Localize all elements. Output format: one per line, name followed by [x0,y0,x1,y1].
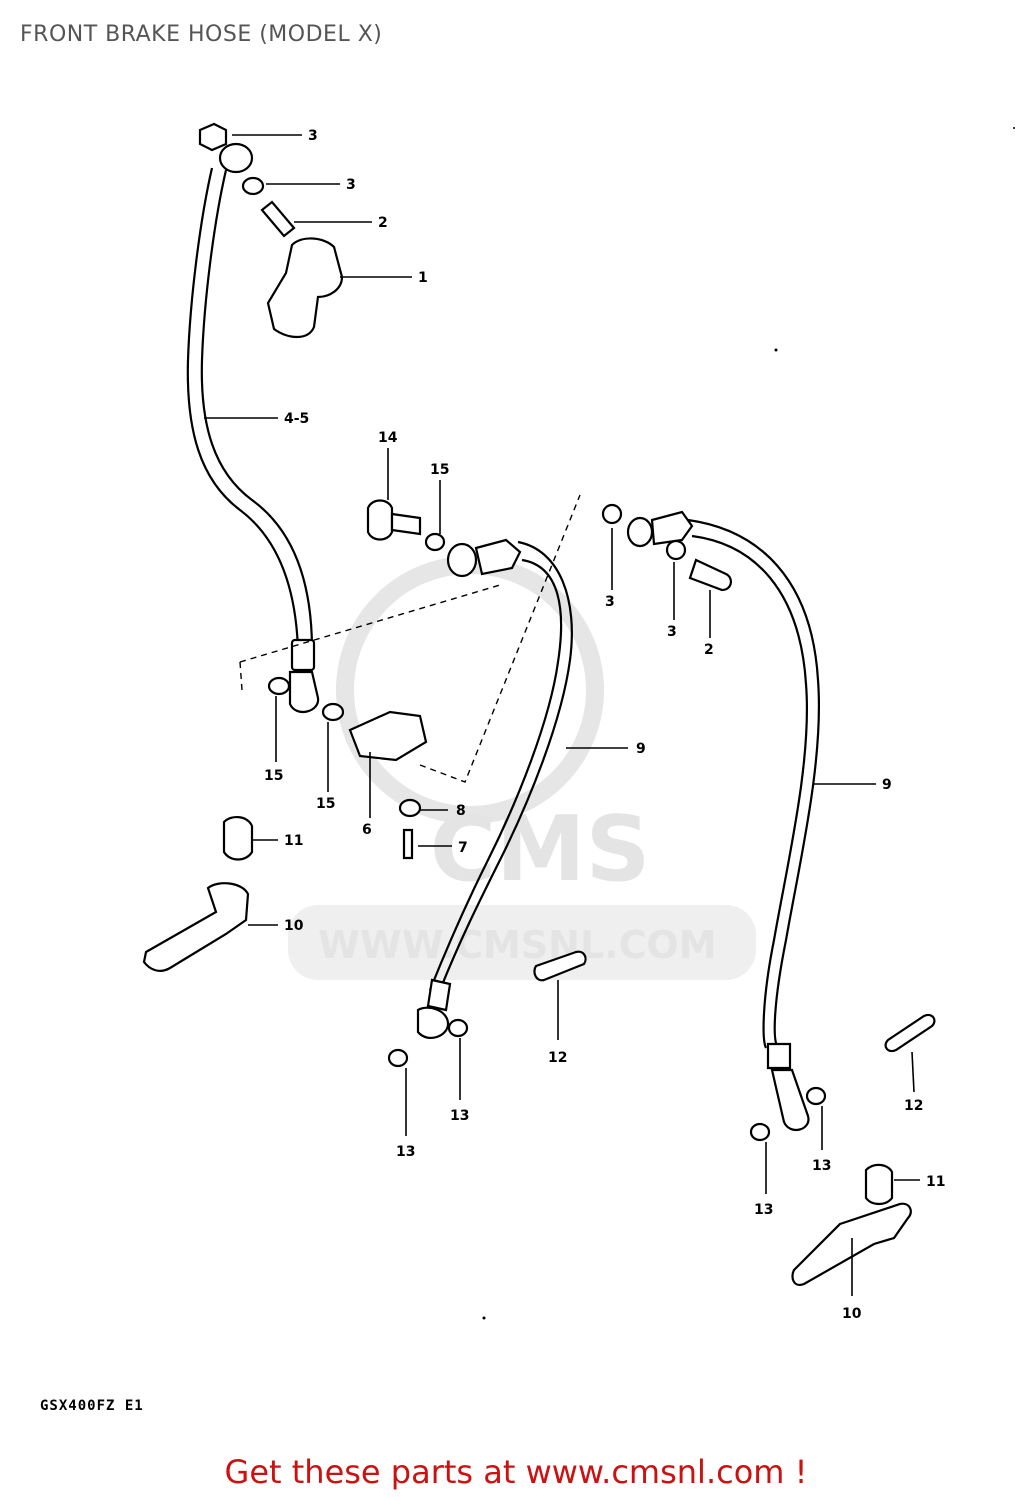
callout-10: 10 [842,1306,862,1322]
watermark-logo-text: CMS [430,797,650,902]
callout-10: 10 [284,918,304,934]
footer-text[interactable]: Get these parts at www.cmsnl.com ! [224,1453,808,1491]
left-union-parts [142,676,428,972]
callout-6: 6 [362,822,372,838]
callout-3: 3 [605,594,615,610]
bolt-12-middle [533,950,587,982]
leader-lines [204,134,920,1296]
callout-2: 2 [378,215,388,231]
callout-3: 3 [346,177,356,193]
callout-8: 8 [456,803,466,819]
cms-watermark: CMS WWW.CMSNL.COM [288,556,756,980]
callout-12: 12 [548,1050,567,1066]
callout-13: 13 [754,1202,773,1218]
page-title: FRONT BRAKE HOSE (MODEL X) [20,22,383,47]
callout-13: 13 [450,1108,469,1124]
model-code: GSX400FZ E1 [40,1398,144,1414]
callout-9: 9 [636,741,646,757]
brake-hose-9-right [601,503,936,1286]
union-bolt-14 [366,499,446,552]
callout-15: 15 [264,768,283,784]
callout-14: 14 [378,430,398,446]
callout-labels: 3 3 2 1 4-5 14 15 3 3 2 15 15 6 8 7 11 1… [264,128,945,1322]
footer-link-text[interactable]: Get these parts at www.cmsnl.com ! [0,1453,1032,1491]
callout-11: 11 [926,1174,945,1190]
callout-11: 11 [284,833,303,849]
callout-1: 1 [418,270,428,286]
callout-12: 12 [904,1098,923,1114]
watermark-url-text: WWW.CMSNL.COM [318,923,717,967]
callout-4-5: 4-5 [284,411,309,427]
callout-9: 9 [882,777,892,793]
callout-15: 15 [316,796,335,812]
callout-2: 2 [704,642,714,658]
callout-3: 3 [308,128,318,144]
brake-hose-9-middle [387,538,573,1068]
brake-hose-4-5 [186,167,320,714]
callout-13: 13 [396,1144,415,1160]
callout-3: 3 [667,624,677,640]
master-cylinder-fitting [198,122,344,339]
callout-13: 13 [812,1158,831,1174]
callout-15: 15 [430,462,449,478]
callout-7: 7 [458,840,468,856]
